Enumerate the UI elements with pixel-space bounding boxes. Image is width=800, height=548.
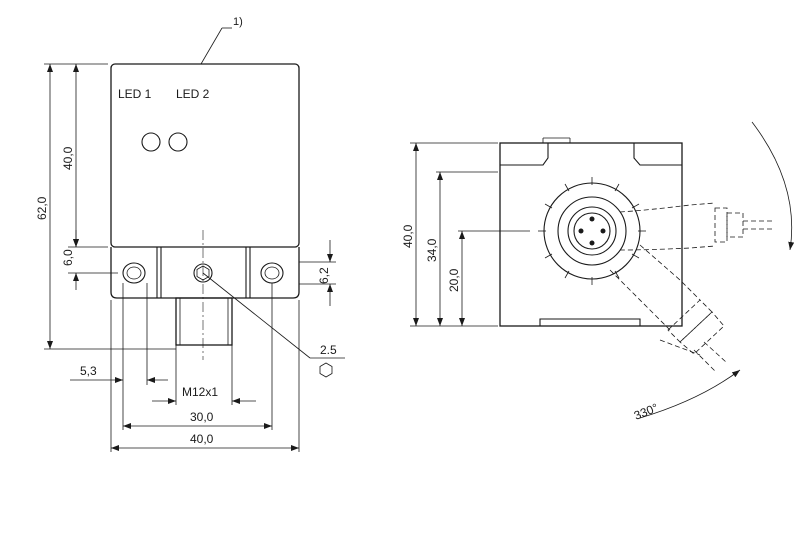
m12-socket (543, 182, 641, 280)
led-2-indicator (168, 132, 188, 152)
dim-flange: 6,0 (61, 249, 75, 266)
hex-icon (319, 362, 333, 378)
rotation-arc (751, 121, 795, 251)
led-1-indicator (141, 132, 161, 152)
led-2-label: LED 2 (176, 87, 210, 101)
side-dim-height: 40,0 (401, 224, 415, 248)
dim-width: 40,0 (190, 432, 214, 446)
side-dim-connector-top: 34,0 (425, 238, 439, 262)
sensor-housing (110, 63, 300, 248)
m12-connector (175, 297, 233, 346)
cable-position-horizontal (619, 202, 775, 251)
mounting-hole-right (260, 262, 284, 284)
front-view: LED 1 LED 2 1) 62,0 40,0 6,0 6,2 (35, 16, 345, 452)
mounting-flange (110, 247, 300, 299)
dim-right-flange: 6,2 (317, 267, 331, 284)
dim-thread: M12x1 (182, 385, 218, 399)
dim-hole-spacing: 30,0 (190, 410, 214, 424)
side-housing (499, 142, 683, 327)
callout-label: 1) (233, 16, 243, 28)
dim-height-total: 62,0 (35, 196, 49, 220)
dim-height-body: 40,0 (61, 146, 75, 170)
dim-hex: 2.5 (320, 343, 337, 357)
hex-screw (193, 263, 213, 283)
rotation-ticks (538, 177, 646, 285)
side-view: 330° 40,0 34,0 20,0 (401, 121, 795, 423)
dim-rotation: 330° (632, 400, 660, 422)
side-dim-connector-center: 20,0 (447, 268, 461, 292)
cable-position-diagonal (609, 244, 727, 373)
led-1-label: LED 1 (118, 87, 152, 101)
dim-left-offset: 5,3 (80, 364, 97, 378)
mounting-hole-left (122, 262, 146, 284)
